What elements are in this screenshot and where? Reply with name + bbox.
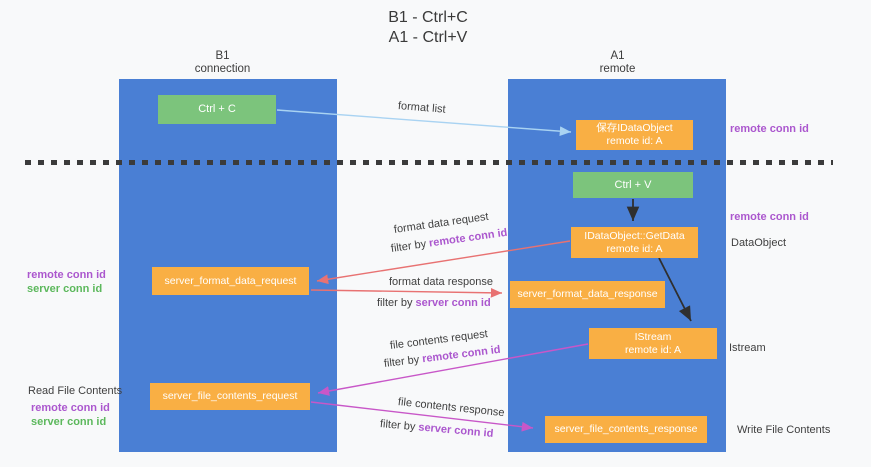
file-contents-response-filter-label: filter by server conn id (379, 418, 493, 440)
istream-line1: IStream (634, 330, 672, 343)
save-dataobject-line1: 保存IDataObject (596, 122, 673, 134)
save-dataobject-line2: remote id: A (606, 135, 663, 147)
left-column-header: B1 connection (160, 50, 285, 76)
right-column-header: A1 remote (555, 50, 680, 76)
ctrl-c-box: Ctrl + C (158, 95, 276, 124)
left-column-name: B1 (215, 50, 230, 62)
filter-remote-conn-id: remote conn id (428, 226, 509, 250)
getdata-line2: remote id: A (606, 242, 663, 255)
filter-remote-conn-id: remote conn id (421, 343, 502, 366)
server-format-data-request-box: server_format_data_request (152, 267, 309, 295)
filter-server-conn-id: server conn id (417, 421, 494, 440)
server-file-contents-response-label: server_file_contents_response (554, 423, 698, 435)
server-file-contents-request-box: server_file_contents_request (150, 383, 310, 410)
istream-box: IStream remote id: A (589, 328, 717, 359)
dashed-divider (25, 160, 833, 165)
file-contents-response-label: file contents response (397, 396, 506, 420)
server-conn-id-label-bottom-left: server conn id (31, 416, 107, 428)
remote-conn-id-label-top-right: remote conn id (730, 123, 809, 135)
format-list-label: format list (397, 100, 447, 116)
ctrl-v-box: Ctrl + V (573, 172, 693, 198)
getdata-box: IDataObject::GetData remote id: A (571, 227, 698, 258)
left-bottom-conn-id-labels: remote conn id server conn id (31, 401, 110, 429)
diagram-title: B1 - Ctrl+C A1 - Ctrl+V (0, 8, 856, 48)
save-dataobject-box: 保存IDataObject remote id: A (576, 120, 693, 150)
write-file-contents-label: Write File Contents (737, 424, 831, 436)
filter-server-conn-id: server conn id (415, 297, 491, 309)
server-format-data-response-box: server_format_data_response (510, 281, 665, 308)
filter-by-text: filter by (377, 297, 416, 309)
arrow-format-data-response (310, 287, 503, 298)
ctrl-c-label: Ctrl + C (198, 103, 236, 115)
getdata-line1: IDataObject::GetData (584, 229, 685, 242)
remote-conn-id-label-left: remote conn id (27, 269, 106, 281)
title-line-1: B1 - Ctrl+C (388, 9, 468, 26)
server-format-data-request-label: server_format_data_request (164, 274, 297, 287)
left-mid-conn-id-labels: remote conn id server conn id (27, 268, 106, 296)
format-data-response-label: format data response (389, 276, 493, 288)
title-line-2: A1 - Ctrl+V (388, 29, 468, 46)
server-file-contents-request-label: server_file_contents_request (162, 390, 298, 402)
remote-conn-id-label-bottom-left: remote conn id (31, 402, 110, 414)
left-column-role: connection (194, 63, 251, 75)
format-data-response-filter-label: filter by server conn id (377, 297, 491, 309)
server-conn-id-label-left: server conn id (27, 283, 103, 295)
filter-by-text: filter by (390, 237, 430, 255)
ctrl-v-label: Ctrl + V (614, 178, 652, 191)
filter-by-text: filter by (383, 353, 423, 370)
istream-side-label: Istream (729, 342, 766, 354)
istream-line2: remote id: A (624, 343, 682, 356)
right-column-name: A1 (610, 50, 625, 62)
filter-by-text: filter by (379, 418, 419, 434)
dataobject-label: DataObject (731, 237, 787, 249)
server-format-data-response-label: server_format_data_response (517, 288, 658, 300)
right-column-role: remote (599, 63, 636, 75)
server-file-contents-response-box: server_file_contents_response (545, 416, 707, 443)
remote-conn-id-label-mid-right: remote conn id (730, 211, 809, 223)
read-file-contents-label: Read File Contents (28, 385, 123, 397)
